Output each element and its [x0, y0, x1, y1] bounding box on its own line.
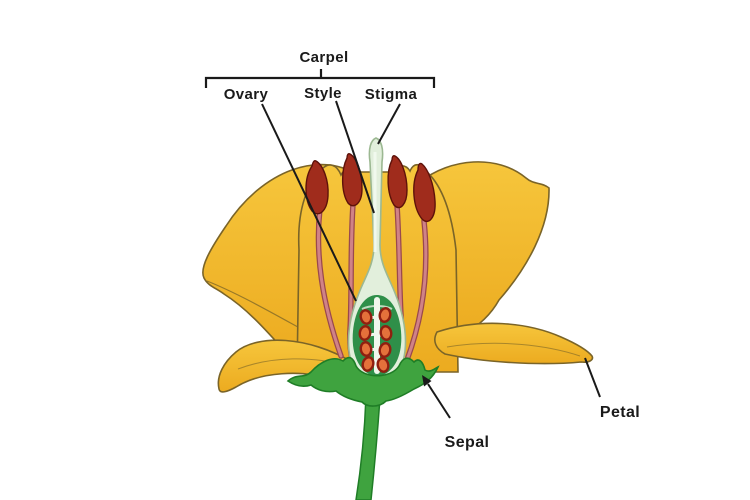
carpel-label: Carpel	[299, 49, 348, 66]
ovules	[358, 307, 393, 373]
anther-2	[341, 153, 363, 207]
flower-illustration	[202, 137, 594, 500]
ovule	[358, 325, 372, 341]
filament-4	[405, 219, 428, 362]
ovule	[359, 341, 373, 357]
sepal-pointer-arrowhead	[422, 375, 432, 387]
ovary-pointer-line	[261, 103, 357, 302]
ovule	[361, 356, 375, 372]
carpel-bracket	[204, 69, 436, 88]
stem	[355, 395, 381, 500]
petal-pointer-line	[584, 357, 601, 398]
stigma-pointer-line	[377, 103, 401, 145]
ovule	[378, 342, 392, 358]
annotations: Carpel Ovary Style Stigma Sepal Petal	[204, 49, 640, 451]
ovule	[359, 309, 373, 325]
anther-3	[387, 155, 408, 209]
ovule	[379, 325, 393, 341]
anther-4	[413, 162, 436, 223]
sepal-label: Sepal	[445, 434, 490, 451]
petal-lower-right-fold-line	[446, 342, 581, 357]
pointer-lines	[261, 100, 601, 419]
style-label: Style	[304, 85, 342, 102]
ovule	[378, 307, 392, 323]
sepal-pointer-line	[427, 383, 451, 419]
anthers	[305, 153, 436, 223]
petal-label: Petal	[600, 404, 640, 421]
ovule	[376, 357, 390, 373]
style-pointer-line	[335, 100, 375, 214]
stigma-label: Stigma	[365, 86, 418, 103]
ovary-label: Ovary	[224, 86, 269, 103]
sepal	[286, 356, 440, 407]
